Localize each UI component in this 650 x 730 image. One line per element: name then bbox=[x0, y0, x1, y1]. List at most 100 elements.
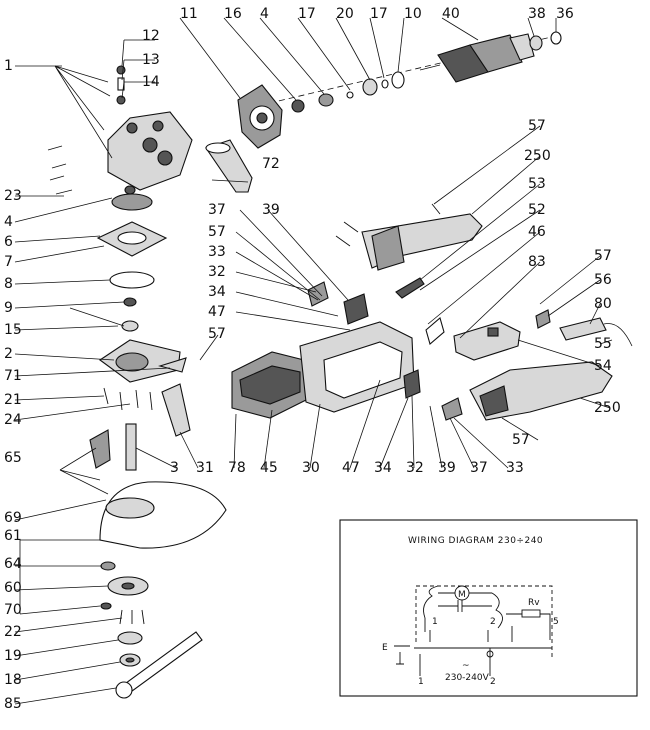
callout-61: 61 bbox=[4, 528, 22, 544]
callout-80: 80 bbox=[594, 296, 612, 312]
part-64-washer bbox=[100, 561, 116, 571]
part-9-bearing bbox=[123, 297, 137, 307]
callout-31: 31 bbox=[196, 460, 214, 476]
part-70-washer bbox=[100, 602, 112, 610]
callout-71: 71 bbox=[4, 368, 22, 384]
part-11-bearing-flange bbox=[237, 84, 283, 149]
callout-3: 3 bbox=[170, 460, 179, 476]
part-250-switch-cover bbox=[361, 213, 483, 271]
callout-19: 19 bbox=[4, 648, 22, 664]
part-52-switch-rod bbox=[395, 277, 425, 299]
callout-53: 53 bbox=[528, 176, 546, 192]
part-20-bearing bbox=[362, 78, 378, 96]
callout-11: 11 bbox=[180, 6, 198, 22]
callout-70: 70 bbox=[4, 602, 22, 618]
callout-64: 64 bbox=[4, 556, 22, 572]
part-56-clip bbox=[535, 309, 551, 329]
part-36-ring bbox=[550, 31, 562, 45]
callout-37a: 37 bbox=[208, 202, 226, 218]
part-72-side-handle bbox=[205, 139, 253, 193]
callout-4-top: 4 bbox=[260, 6, 269, 22]
callout-36: 36 bbox=[556, 6, 574, 22]
callout-32b: 32 bbox=[406, 460, 424, 476]
leader-lines bbox=[14, 17, 613, 705]
callout-57e: 57 bbox=[512, 432, 530, 448]
part-71-lever bbox=[158, 357, 187, 373]
callout-38: 38 bbox=[528, 6, 546, 22]
wiring-switch-contact bbox=[486, 650, 494, 658]
callout-55: 55 bbox=[594, 336, 612, 352]
callout-12: 12 bbox=[142, 28, 160, 44]
callout-32a: 32 bbox=[208, 264, 226, 280]
callout-20: 20 bbox=[336, 6, 354, 22]
callout-57b: 57 bbox=[208, 224, 226, 240]
part-21-screws bbox=[103, 387, 153, 411]
capacitor-symbol bbox=[438, 600, 492, 612]
terminal-5-label: 5 bbox=[553, 617, 559, 627]
motor-label: M bbox=[458, 590, 466, 600]
part-33-brush-cap bbox=[441, 397, 463, 421]
wiring-resistor-leads bbox=[506, 613, 551, 626]
part-7-flange bbox=[96, 221, 168, 257]
callout-57a: 57 bbox=[528, 118, 546, 134]
part-3-spindle bbox=[125, 423, 137, 471]
wiring-diagram-title: WIRING DIAGRAM 230÷240 bbox=[408, 536, 543, 546]
callout-250b: 250 bbox=[594, 400, 621, 416]
callout-7: 7 bbox=[4, 254, 13, 270]
callout-46: 46 bbox=[528, 224, 546, 240]
wiring-terminals bbox=[429, 626, 551, 642]
callout-34a: 34 bbox=[208, 284, 226, 300]
part-34b-brush-holder bbox=[403, 369, 421, 399]
callout-13: 13 bbox=[142, 52, 160, 68]
part-16-nut bbox=[291, 99, 305, 113]
callout-45: 45 bbox=[260, 460, 278, 476]
callout-57c: 57 bbox=[594, 248, 612, 264]
callout-15: 15 bbox=[4, 322, 22, 338]
part-8-o-ring bbox=[109, 271, 155, 289]
part-19-inner-flange bbox=[117, 631, 143, 645]
part-2-bearing-cover bbox=[99, 339, 181, 383]
callout-1: 1 bbox=[4, 58, 13, 74]
part-65-clamp bbox=[89, 429, 111, 469]
callout-56: 56 bbox=[594, 272, 612, 288]
part-22-screws bbox=[119, 609, 145, 625]
part-38-bearing bbox=[529, 35, 543, 51]
part-250-rear-handle bbox=[469, 361, 613, 421]
callout-18: 18 bbox=[4, 672, 22, 688]
callout-8: 8 bbox=[4, 276, 13, 292]
wiring-diagram-frame bbox=[339, 519, 638, 697]
wiring-diagram: WIRING DIAGRAM 230÷240 M Rv 1 2 5 E 1 2 … bbox=[339, 519, 638, 697]
callout-21: 21 bbox=[4, 392, 22, 408]
callout-22: 22 bbox=[4, 624, 22, 640]
wiring-field-coil-right bbox=[491, 592, 503, 629]
callout-34b: 34 bbox=[374, 460, 392, 476]
callout-54: 54 bbox=[594, 358, 612, 374]
callout-52: 52 bbox=[528, 202, 546, 218]
callout-69: 69 bbox=[4, 510, 22, 526]
part-1-gear-housing bbox=[107, 111, 193, 191]
part-31-deflector bbox=[161, 383, 191, 437]
part-46-lever bbox=[425, 317, 445, 345]
wiring-outer-dash bbox=[415, 585, 553, 660]
part-40-armature bbox=[419, 33, 535, 83]
wiring-field-coil-left bbox=[423, 585, 439, 632]
callout-65: 65 bbox=[4, 450, 22, 466]
part-34-brush-holder bbox=[343, 293, 369, 325]
callout-39b: 39 bbox=[438, 460, 456, 476]
part-4-bearing-left bbox=[124, 185, 136, 195]
callout-85: 85 bbox=[4, 696, 22, 712]
part-80-cable-sleeve bbox=[559, 317, 633, 347]
part-6-bevel-gear bbox=[111, 193, 153, 211]
callout-33b: 33 bbox=[506, 460, 524, 476]
part-83-switch bbox=[453, 321, 521, 361]
part-17-washer bbox=[346, 91, 354, 99]
part-61-wheel-guard bbox=[99, 481, 227, 549]
part-18-nut bbox=[119, 653, 141, 667]
earth-label: E bbox=[382, 643, 388, 653]
part-57-screws-top bbox=[335, 203, 441, 247]
part-45-stator bbox=[231, 351, 313, 419]
callout-14: 14 bbox=[142, 74, 160, 90]
resistor-rv bbox=[521, 609, 541, 618]
